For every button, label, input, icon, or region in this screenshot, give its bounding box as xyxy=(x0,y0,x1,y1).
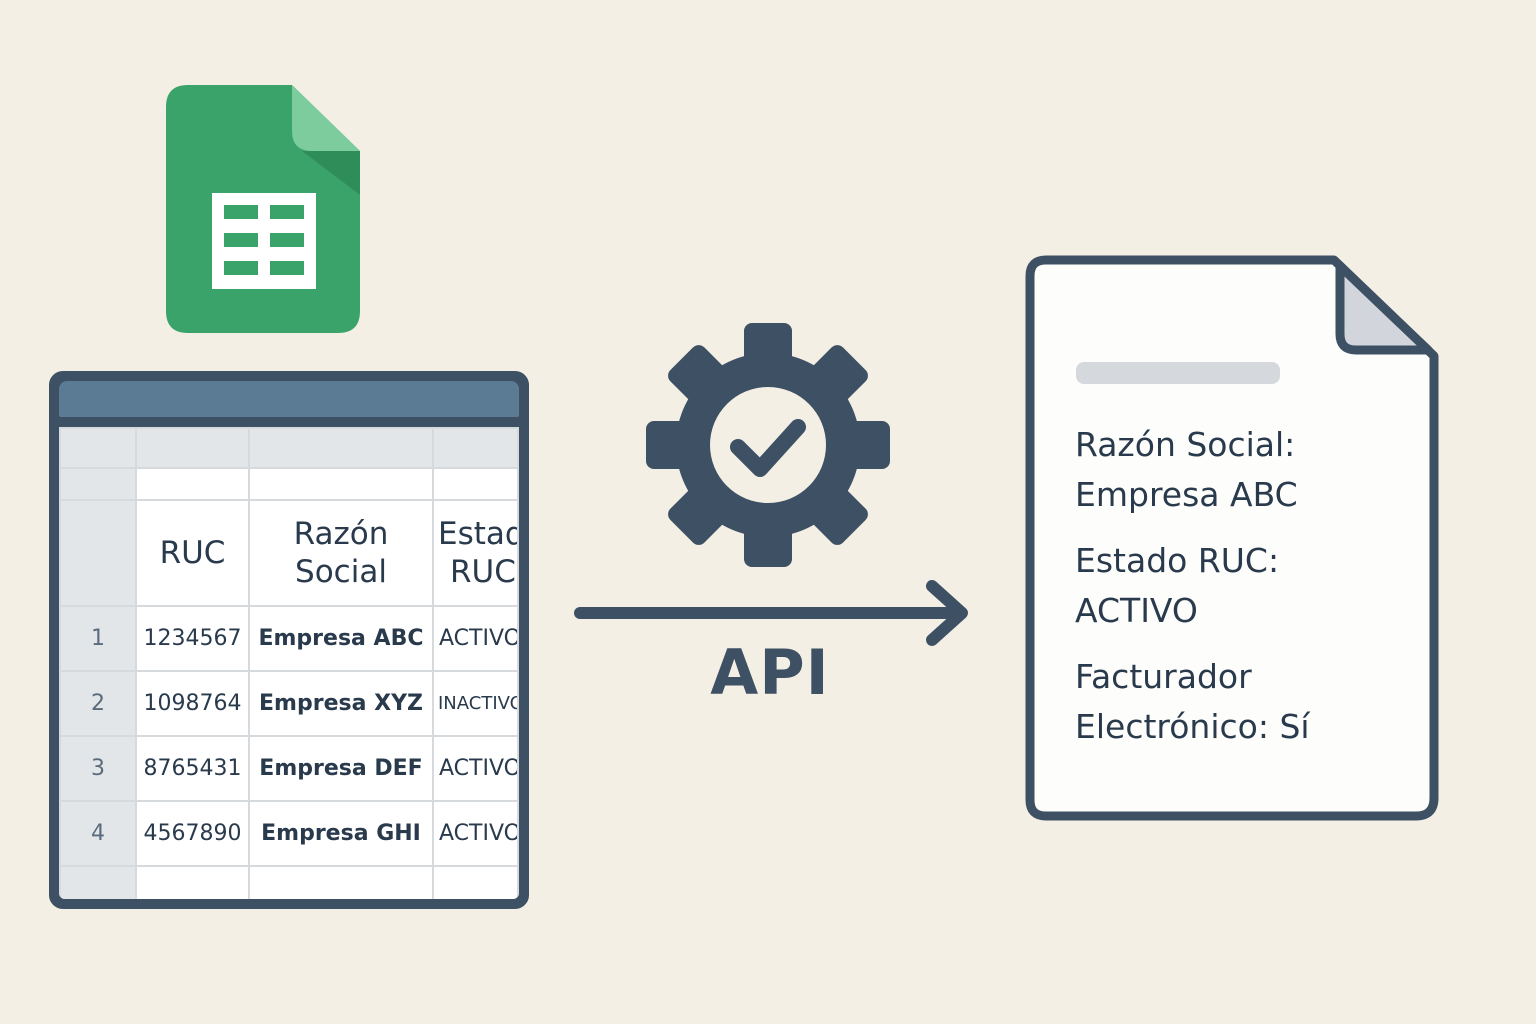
cell-razon-social[interactable]: Empresa GHI xyxy=(248,800,434,867)
row-header[interactable] xyxy=(59,499,137,607)
arrow-right-icon xyxy=(574,580,968,646)
header-ruc[interactable]: RUC xyxy=(135,499,250,607)
row-number[interactable]: 1 xyxy=(59,605,137,672)
gear-check-icon xyxy=(646,323,890,567)
document-field-razon-social: Razón Social: Empresa ABC xyxy=(1075,420,1415,520)
cell-estado[interactable]: INACTIVO xyxy=(432,670,519,737)
field-label: Estado RUC: xyxy=(1075,541,1280,580)
header-razon-social[interactable]: Razón Social xyxy=(248,499,434,607)
column-header-c[interactable] xyxy=(432,427,519,469)
row-number[interactable]: 2 xyxy=(59,670,137,737)
cell[interactable] xyxy=(248,865,434,899)
table-header-row: RUC Razón Social Estad RUC xyxy=(59,499,519,607)
cell-ruc[interactable]: 1234567 xyxy=(135,605,250,672)
field-label: Facturador xyxy=(1075,657,1252,696)
header-estado-line1: Estad xyxy=(438,516,518,552)
spreadsheet-titlebar xyxy=(59,381,519,417)
cell[interactable] xyxy=(135,865,250,899)
field-label: Razón Social: xyxy=(1075,425,1296,464)
cell[interactable] xyxy=(248,467,434,501)
document-title-placeholder xyxy=(1076,362,1280,384)
cell-razon-social[interactable]: Empresa DEF xyxy=(248,735,434,802)
cell-razon-social[interactable]: Empresa ABC xyxy=(248,605,434,672)
column-header-row xyxy=(59,427,519,469)
column-header-a[interactable] xyxy=(135,427,250,469)
cell-ruc[interactable]: 4567890 xyxy=(135,800,250,867)
corner-cell xyxy=(59,427,137,469)
column-header-b[interactable] xyxy=(248,427,434,469)
header-estado-line2: RUC xyxy=(450,554,516,590)
table-row: 4 4567890 Empresa GHI ACTIVO xyxy=(59,800,519,867)
document-field-facturador: Facturador Electrónico: Sí xyxy=(1075,652,1415,752)
row-header[interactable] xyxy=(59,467,137,501)
cell-estado[interactable]: ACTIVO xyxy=(432,735,519,802)
spreadsheet-window: RUC Razón Social Estad RUC 1 1234567 Emp… xyxy=(49,371,529,909)
row-header[interactable] xyxy=(59,865,137,899)
table-row: 1 1234567 Empresa ABC ACTIVO xyxy=(59,605,519,672)
field-value: Electrónico: Sí xyxy=(1075,707,1310,746)
cell-razon-social[interactable]: Empresa XYZ xyxy=(248,670,434,737)
document-field-estado-ruc: Estado RUC: ACTIVO xyxy=(1075,536,1415,636)
cell[interactable] xyxy=(432,865,519,899)
cell-ruc[interactable]: 1098764 xyxy=(135,670,250,737)
header-estado-ruc[interactable]: Estad RUC xyxy=(432,499,519,607)
google-sheets-icon xyxy=(166,85,360,333)
api-label: API xyxy=(710,636,830,709)
blank-row xyxy=(59,467,519,501)
cell[interactable] xyxy=(135,467,250,501)
header-razon-line2: Social xyxy=(295,554,387,590)
row-number[interactable]: 3 xyxy=(59,735,137,802)
cell-estado[interactable]: ACTIVO xyxy=(432,800,519,867)
header-razon-line1: Razón xyxy=(293,516,389,552)
blank-row xyxy=(59,865,519,899)
table-row: 3 8765431 Empresa DEF ACTIVO xyxy=(59,735,519,802)
spreadsheet-grid: RUC Razón Social Estad RUC 1 1234567 Emp… xyxy=(59,427,519,899)
document-content: Razón Social: Empresa ABC Estado RUC: AC… xyxy=(1075,420,1415,768)
cell-estado[interactable]: ACTIVO xyxy=(432,605,519,672)
field-value: ACTIVO xyxy=(1075,591,1198,630)
document-icon xyxy=(1025,255,1439,821)
cell[interactable] xyxy=(432,467,519,501)
spreadsheet-table: RUC Razón Social Estad RUC 1 1234567 Emp… xyxy=(59,427,519,899)
cell-ruc[interactable]: 8765431 xyxy=(135,735,250,802)
field-value: Empresa ABC xyxy=(1075,475,1298,514)
table-row: 2 1098764 Empresa XYZ INACTIVO xyxy=(59,670,519,737)
row-number[interactable]: 4 xyxy=(59,800,137,867)
header-ruc-label: RUC xyxy=(159,535,226,571)
